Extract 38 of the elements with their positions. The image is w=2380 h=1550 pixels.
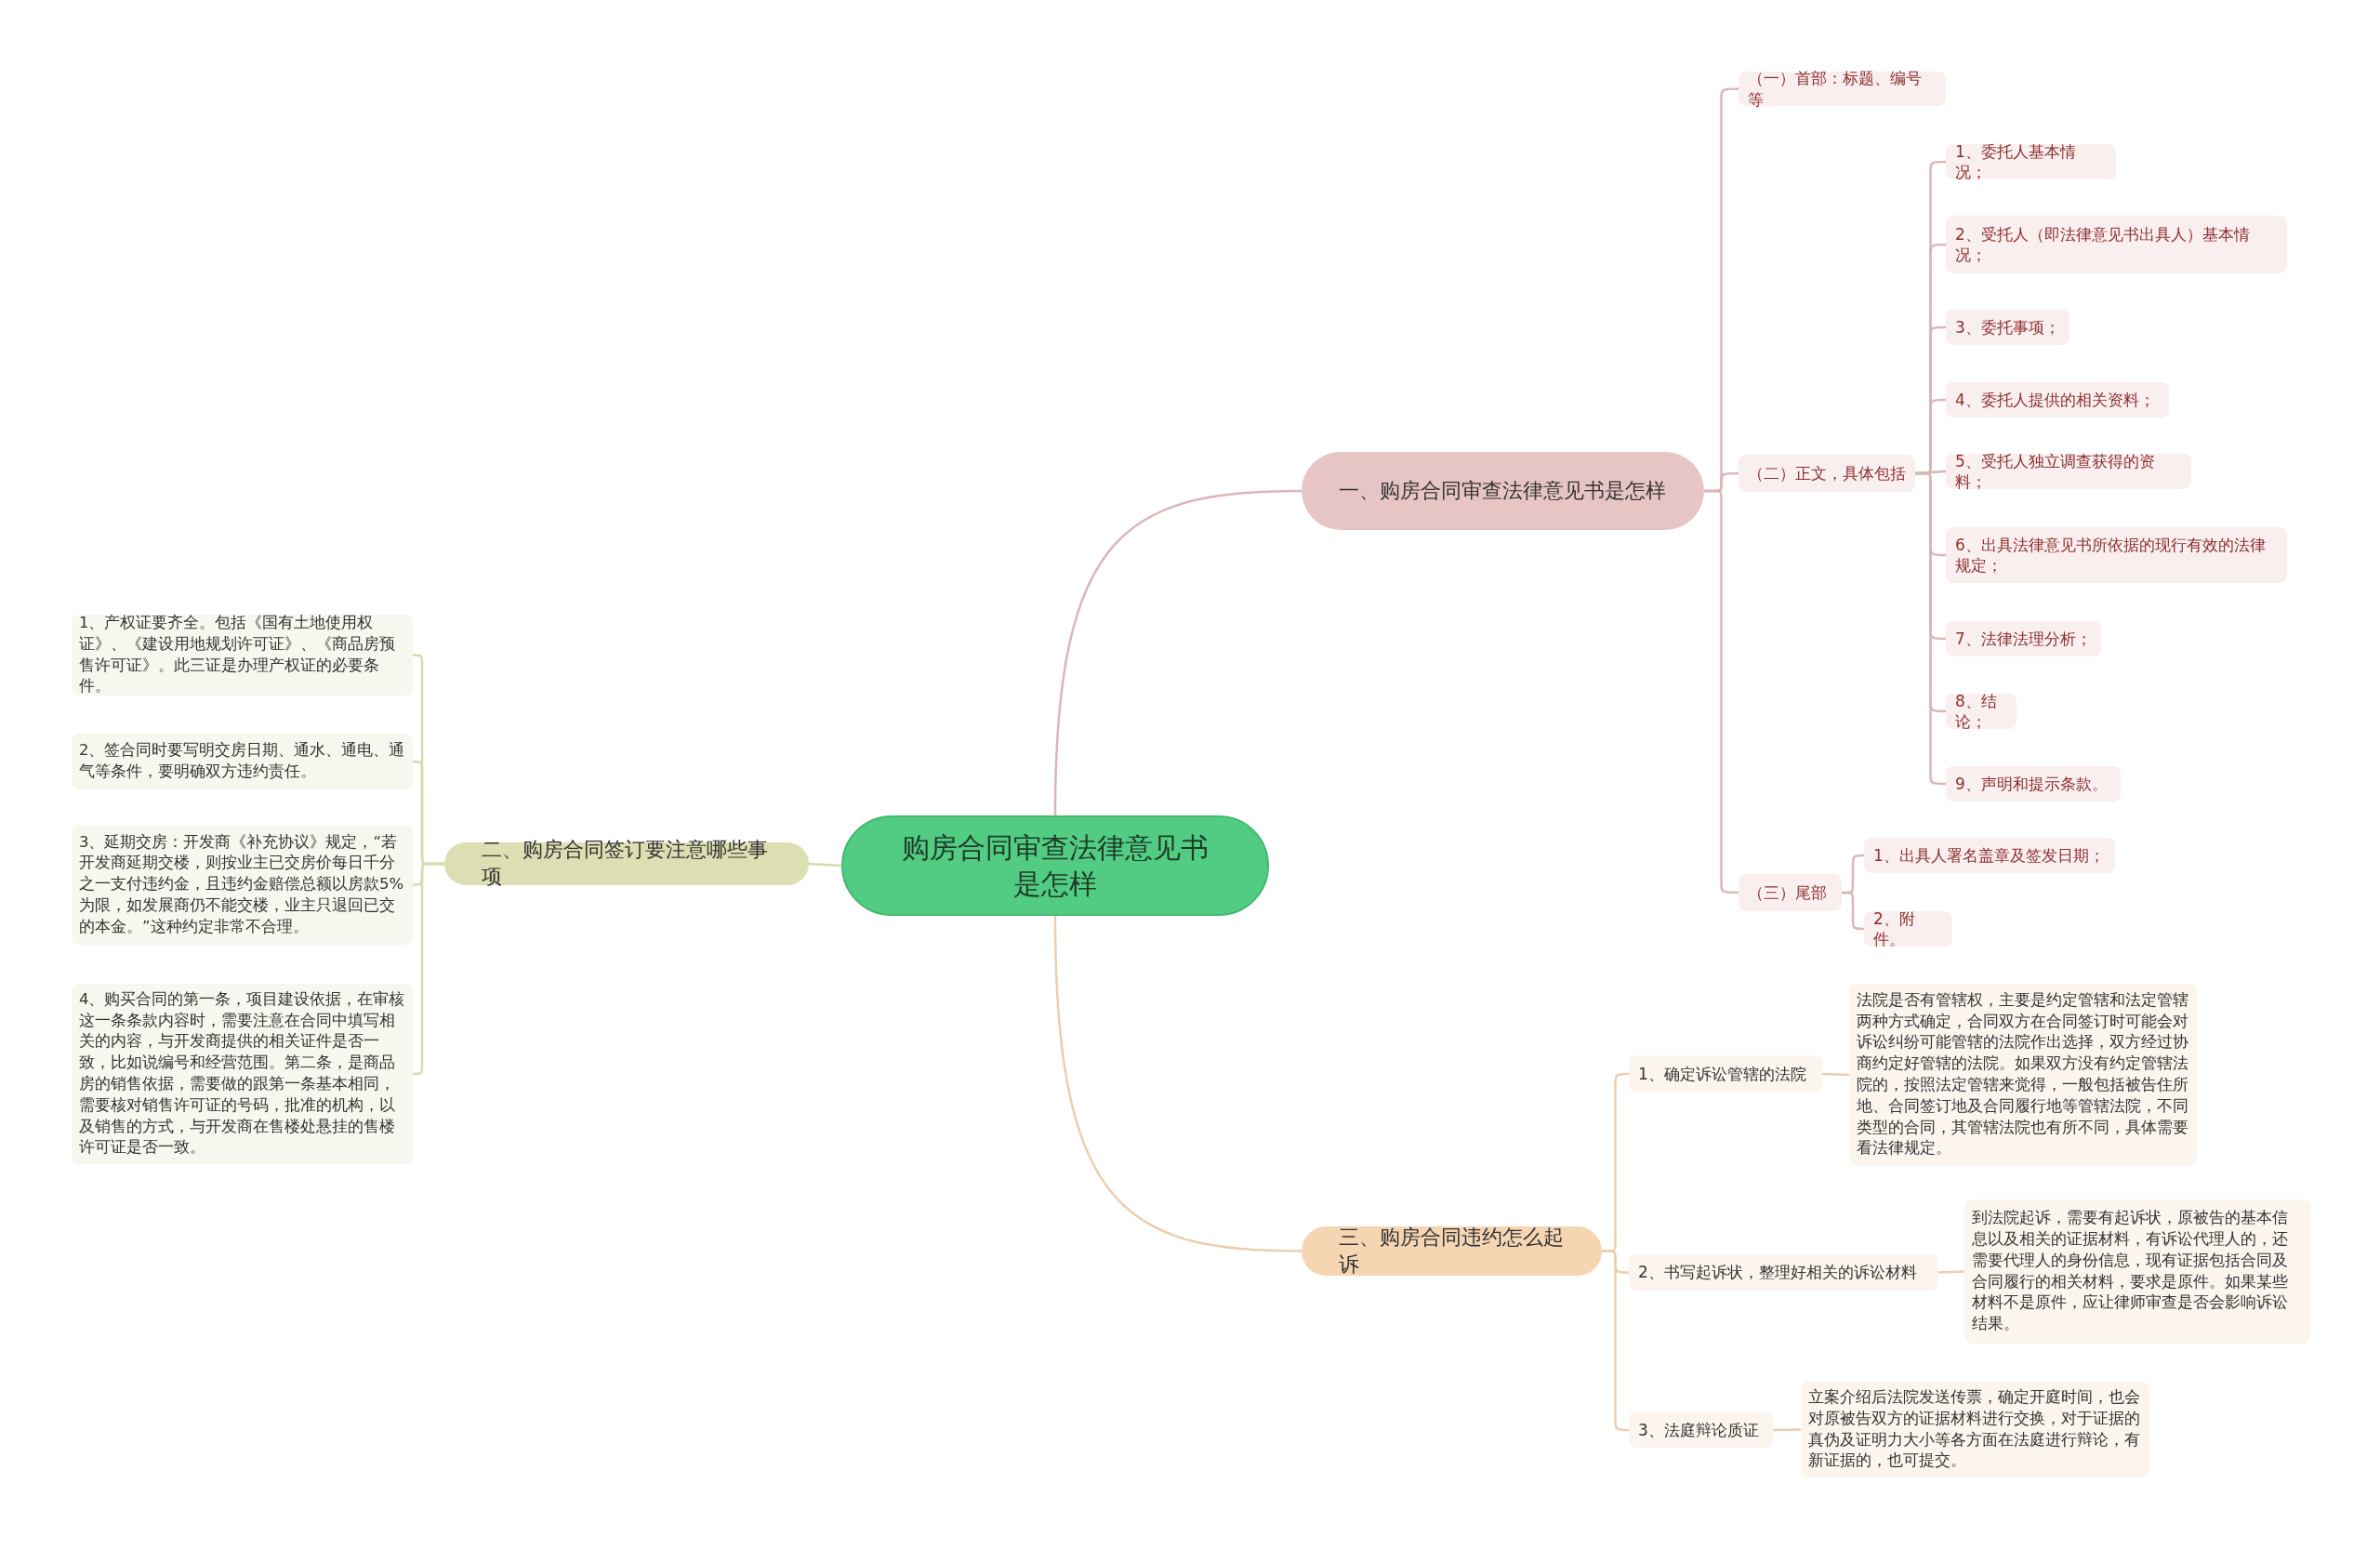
central-topic-box: 购房合同审查法律意见书是怎样 — [841, 815, 1269, 916]
detail-text-box: 到法院起诉，需要有起诉状，原被告的基本信息以及相关的证据材料，有诉讼代理人的，还需要代理人的身份信息，现有证据包括合同及合同履行的相关材料，要求是原件。如果某些材料不是原件，应让律师审查是否会影响诉讼结果。 — [1964, 1199, 2310, 1344]
connector-line — [1704, 489, 1739, 894]
subtopic-box: 2、书写起诉状，整理好相关的诉讼材料 — [1629, 1254, 1938, 1291]
subtopic-box: 7、法律法理分析； — [1946, 621, 2101, 656]
subtopic-box: 1、确定诉讼管辖的法院 — [1629, 1055, 1822, 1093]
connector-line — [1915, 471, 1946, 786]
subtopic-box: 1、出具人署名盖章及签发日期； — [1864, 838, 2115, 873]
branch-topic-box: 一、购房合同审查法律意见书是怎样 — [1302, 452, 1704, 530]
subtopic-box: （一）首部：标题、编号等 — [1739, 72, 1946, 106]
connector-line — [1821, 1072, 1850, 1077]
detail-text-box: 法院是否有管辖权，主要是约定管辖和法定管辖两种方式确定，合同双方在合同签订时可能会对诉讼纠纷可能管辖的法院作出选择，双方经过协商约定好管辖的法院。如果双方没有约定管辖法院的，按照法定管辖来觉得，一般包括被告住所地、合同签订地及合同履行地等管辖法院，不同类型的合同，其管辖法院也有所不同，具体需要看法律规定。 — [1849, 984, 2197, 1166]
subtopic-box: 9、声明和提示条款。 — [1946, 766, 2121, 801]
subtopic-box: 5、受托人独立调查获得的资料； — [1946, 454, 2191, 489]
detail-text-box: 4、购买合同的第一条，项目建设依据，在审核这一条条款内容时，需要注意在合同中填写相关的内容，与开发商提供的相关证件是否一致，比如说编号和经营范围。第二条，是商品房的销售依据，需要做的跟第一条基本相同，需要核对销售许可证的号码，批准的机构，以及销售的方式，与开发商在售楼处悬挂的售楼许可证是否一致。 — [72, 984, 413, 1164]
connector-line — [1937, 1270, 1965, 1274]
detail-text-box: 1、产权证要齐全。包括《国有土地使用权证》、《建设用地规划许可证》、《商品房预售许可证》。此三证是办理产权证的必要条件。 — [72, 615, 413, 696]
connector-line — [808, 862, 842, 868]
connector-line — [1053, 489, 1302, 816]
subtopic-box: 1、委托人基本情况； — [1946, 144, 2116, 179]
detail-text-box: 立案介绍后法院发送传票，确定开庭时间，也会对原被告双方的证据材料进行交换，对于证据的真伪及证明力大小等各方面在法庭进行辩论，有新证据的，也可提交。 — [1801, 1382, 2149, 1477]
subtopic-box: 4、委托人提供的相关资料； — [1946, 382, 2169, 417]
connector-line — [1772, 1428, 1802, 1432]
connector-line — [1602, 1250, 1629, 1432]
subtopic-box: 8、结论； — [1946, 694, 2016, 729]
connector-line — [413, 862, 444, 1076]
subtopic-box: 3、法庭辩论质证 — [1629, 1412, 1773, 1448]
branch-topic-box: 三、购房合同违约怎么起诉 — [1302, 1226, 1602, 1276]
connector-line — [1842, 891, 1864, 931]
subtopic-box: 3、委托事项； — [1946, 310, 2069, 345]
subtopic-box: （三）尾部 — [1739, 874, 1842, 911]
subtopic-box: （二）正文，具体包括 — [1739, 455, 1915, 492]
connector-line — [1053, 915, 1302, 1252]
detail-text-box: 2、签合同时要写明交房日期、通水、通电、通气等条件，要明确双方违约责任。 — [72, 734, 413, 789]
subtopic-box: 2、受托人（即法律意见书出具人）基本情况； — [1946, 216, 2287, 273]
subtopic-box: 6、出具法律意见书所依据的现行有效的法律规定； — [1946, 527, 2287, 583]
detail-text-box: 3、延期交房：开发商《补充协议》规定，“若开发商延期交楼，则按业主已交房价每日千分之一支付违约金，且违约金赔偿总额以房款5%为限，如发展商仍不能交楼，业主只退回已交的本金。”这种约定非常不合理。 — [72, 825, 413, 945]
subtopic-box: 2、附件。 — [1864, 911, 1952, 947]
